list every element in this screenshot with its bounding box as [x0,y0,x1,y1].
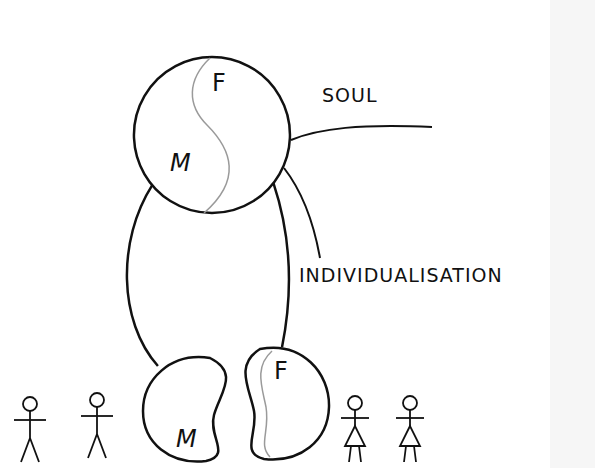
connector-line [127,185,158,366]
male-figure [14,397,46,462]
female-half: F [232,345,332,463]
soul-leader [291,126,432,140]
individualisation-label: INDIVIDUALISATION [299,264,503,286]
node-letter: F [274,359,288,383]
node-letter: M [176,427,197,451]
soul-label: SOUL [322,84,378,106]
side-panel [550,0,595,468]
soul-circle: FM [132,55,292,215]
connector-line [273,183,289,347]
node-letter: F [212,71,226,95]
node-letter: M [170,151,191,175]
female-figure [341,396,369,462]
individualisation-leader [284,168,320,258]
female-figure [396,396,424,462]
male-figure [81,393,113,458]
male-half: M [140,355,252,465]
